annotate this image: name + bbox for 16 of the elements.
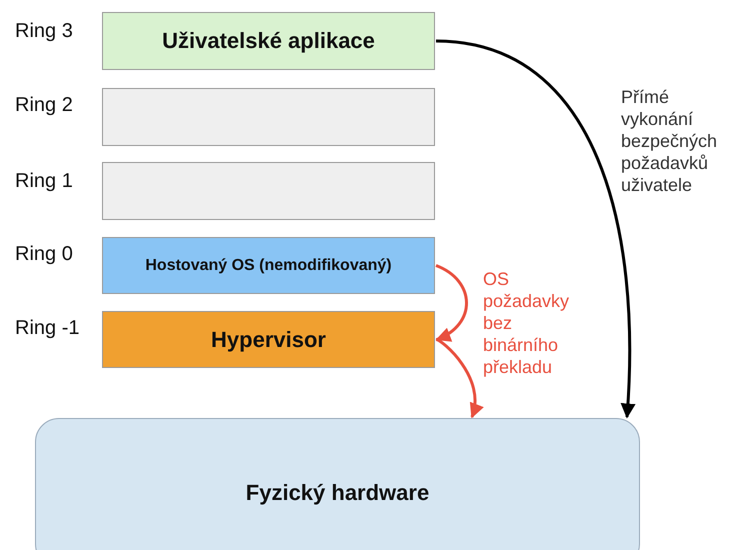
ring-box: Hostovaný OS (nemodifikovaný): [102, 237, 435, 294]
arrow: [436, 40, 636, 418]
hardware-box: Fyzický hardware: [35, 418, 640, 550]
ring-label: Ring 1: [15, 170, 73, 193]
ring-label: Ring 0: [15, 243, 73, 266]
ring-label: Ring 3: [15, 20, 73, 43]
arrow: [435, 264, 468, 341]
ring-box: Uživatelské aplikace: [102, 12, 435, 70]
empty-box: [102, 88, 435, 146]
arrow: [436, 338, 483, 418]
edge-label: OS požadavky bez binárního překladu: [483, 268, 570, 378]
edge-label: Přímé vykonání bezpečných požadavků uživatele: [621, 86, 718, 196]
empty-box: [102, 162, 435, 220]
ring-box: Hypervisor: [102, 311, 435, 368]
ring-label: Ring -1: [15, 317, 80, 340]
ring-label: Ring 2: [15, 94, 73, 117]
